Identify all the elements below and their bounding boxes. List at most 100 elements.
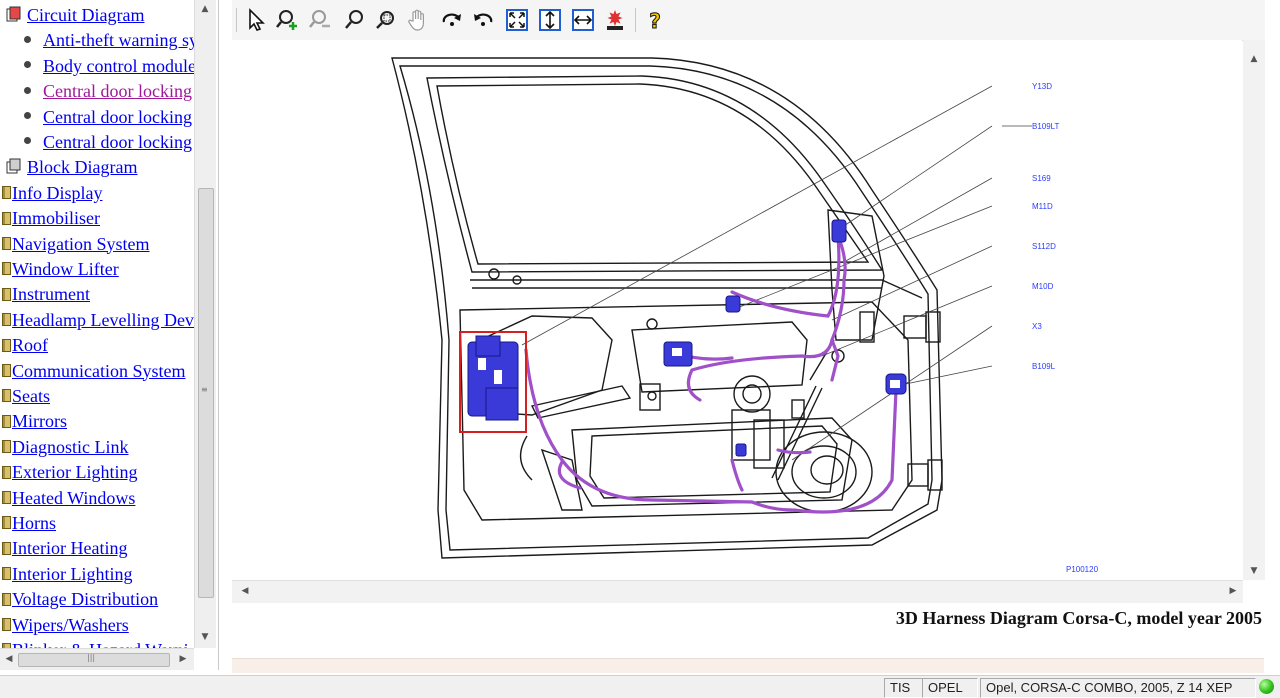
component-label[interactable]: S112D [1032,242,1056,251]
tree-item-link[interactable]: Navigation System [12,233,150,254]
scroll-left-icon[interactable]: ◀ [241,586,249,596]
tree-item[interactable]: Diagnostic Link [2,435,128,459]
hand-icon [408,9,424,31]
tree-item[interactable]: Headlamp Levelling Devi [2,308,194,332]
book-icon [2,211,11,225]
tree-item[interactable]: Voltage Distribution [2,587,158,611]
scroll-left-icon[interactable]: ◀ [5,654,13,664]
tree-item-link[interactable]: Interior Heating [12,538,128,559]
component-label[interactable]: M10D [1032,282,1054,291]
tree-vertical-scroll-thumb[interactable]: ≡ [198,188,214,598]
tree-item[interactable]: Body control module [24,54,194,78]
tree-item-link[interactable]: Anti-theft warning sy [43,30,194,51]
fit-height-button[interactable] [537,7,563,33]
select-pointer-button[interactable] [243,7,269,33]
tree-item-link[interactable]: Central door locking [43,81,192,102]
scroll-down-icon[interactable]: ▼ [201,632,209,642]
tree-item-link[interactable]: Communication System [12,360,186,381]
tree-item-link[interactable]: Blinker & Hazard Warni [12,640,189,648]
scroll-up-icon[interactable]: ▲ [1250,54,1258,64]
tree-item[interactable]: Horns [2,511,56,535]
connection-status-icon [1259,679,1274,694]
fit-width-button[interactable] [570,7,596,33]
tree-item-link[interactable]: Diagnostic Link [12,436,129,457]
tree-item-link[interactable]: Roof [12,335,48,356]
tree-item[interactable]: Instrument [2,282,90,306]
zoom-window-button[interactable] [373,7,399,33]
viewer-vertical-scrollbar[interactable]: ▲ ▼ [1243,40,1265,580]
grip-icon: ≡ [201,385,208,394]
rotate-cw-button[interactable] [439,7,465,33]
scroll-right-icon[interactable]: ▶ [179,654,187,664]
tree-item-link[interactable]: Body control module [43,55,194,76]
svg-text:?: ? [649,9,661,32]
help-button[interactable]: ? [642,7,668,33]
tree-item-link[interactable]: Circuit Diagram [27,5,145,25]
scroll-down-icon[interactable]: ▼ [1250,566,1258,576]
fit-all-button[interactable] [504,7,530,33]
tree-item[interactable]: Anti-theft warning sy [24,28,194,52]
tree-item[interactable]: Immobiliser [2,206,100,230]
zoom-button[interactable] [342,7,368,33]
tree-item-link[interactable]: Instrument [12,284,90,305]
tree-horizontal-scrollbar[interactable]: ◀ ||| ▶ [0,648,194,670]
tree-item[interactable]: Central door locking [24,79,192,103]
book-icon [2,186,11,200]
tree-item-link[interactable]: Central door locking [43,132,192,152]
component-label[interactable]: M11D [1032,202,1053,211]
pan-button[interactable] [405,7,431,33]
tree-item[interactable]: Interior Heating [2,536,127,560]
rotate-ccw-button[interactable] [470,7,496,33]
tree-item-link[interactable]: Voltage Distribution [12,589,159,610]
tree-item[interactable]: Interior Lighting [2,562,132,586]
tree-item-link[interactable]: Exterior Lighting [12,462,138,483]
tree-item[interactable]: Central door locking [24,105,192,129]
viewer-horizontal-scrollbar[interactable]: ◀ ▶ [232,580,1243,603]
zoom-in-button[interactable] [275,7,301,33]
zoom-icon [345,10,363,29]
tree-item-link[interactable]: Mirrors [12,411,67,432]
tree-item[interactable]: Central door locking [24,130,192,154]
tree-item-link[interactable]: Window Lifter [12,259,119,279]
tree-item[interactable]: Blinker & Hazard Warni [2,638,189,648]
tree-item[interactable]: Communication System [2,359,186,383]
tree-item-link[interactable]: Info Display [12,182,103,203]
tree-item[interactable]: Block Diagram [6,155,137,179]
tree-item-link[interactable]: Central door locking [43,106,192,127]
component-label[interactable]: Y13D [1032,82,1052,91]
tree-item-link[interactable]: Headlamp Levelling Devi [12,309,194,330]
highlight-button[interactable] [602,7,628,33]
zoom-out-button[interactable] [308,7,334,33]
tree-item-link[interactable]: Horns [12,513,56,533]
tree-item-link[interactable]: Interior Lighting [12,563,133,584]
tree-horizontal-scroll-thumb[interactable]: ||| [18,653,170,667]
component-label[interactable]: B109LT [1032,122,1060,131]
tree-item[interactable]: Wipers/Washers [2,613,129,637]
status-bar: TIS OPEL Opel, CORSA-C COMBO, 2005, Z 14… [0,675,1280,698]
tree-item-link[interactable]: Wipers/Washers [12,614,129,635]
zoom-window-icon [376,11,394,29]
tree-item-link[interactable]: Immobiliser [12,208,100,229]
book-icon [2,643,11,648]
component-label[interactable]: B109L [1032,362,1056,371]
tree-item[interactable]: Heated Windows [2,486,135,510]
tree-item[interactable]: Roof [2,333,48,357]
book-icon [2,490,11,504]
tree-item[interactable]: Info Display [2,181,102,205]
tree-item[interactable]: Navigation System [2,232,150,256]
component-label[interactable]: X3 [1032,322,1042,331]
tree-item-link[interactable]: Block Diagram [27,157,138,178]
tree-item[interactable]: Exterior Lighting [2,460,137,484]
tree-item[interactable]: Circuit Diagram [6,3,144,27]
tree-vertical-scrollbar[interactable]: ▲ ≡ ▼ [194,0,216,648]
scroll-right-icon[interactable]: ▶ [1229,586,1237,596]
tree-item-link[interactable]: Seats [12,386,50,406]
tree-item[interactable]: Seats [2,384,50,408]
component-label[interactable]: S169 [1032,174,1051,183]
highlight-icon [607,10,623,30]
scroll-up-icon[interactable]: ▲ [201,4,209,14]
tree-item[interactable]: Window Lifter [2,257,119,281]
tree-item-link[interactable]: Heated Windows [12,487,136,508]
tree-item[interactable]: Mirrors [2,409,67,433]
